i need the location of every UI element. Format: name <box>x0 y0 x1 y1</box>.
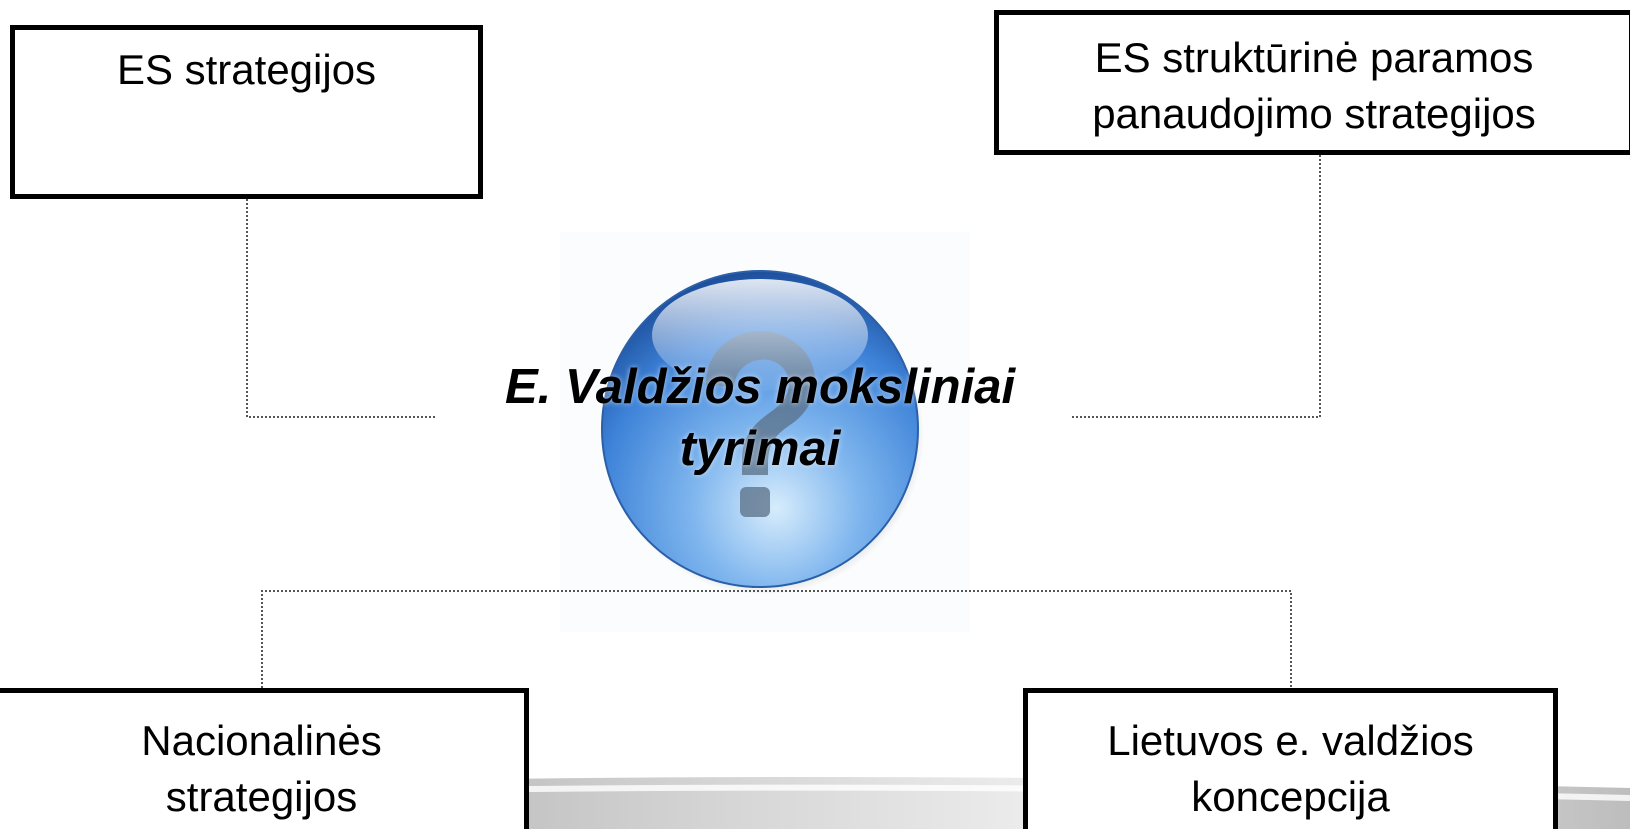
lithuania-concept-box: Lietuvos e. valdžios koncepcija <box>1023 688 1558 829</box>
es-strategies-label: ES strategijos <box>116 46 377 93</box>
es-strategies-box: ES strategijos <box>10 25 483 199</box>
structural-support-line-1: ES struktūrinė paramos <box>1094 34 1534 81</box>
structural-support-line-2: panaudojimo strategijos <box>1092 90 1536 137</box>
center-topic-label: E. Valdžios moksliniai tyrimai <box>440 356 1080 480</box>
connector-structural-support <box>1070 155 1321 418</box>
lithuania-concept-line-1: Lietuvos e. valdžios <box>1107 717 1474 764</box>
center-topic-line-1: E. Valdžios moksliniai <box>504 360 1016 414</box>
center-topic-line-2: tyrimai <box>679 422 841 476</box>
structural-support-box: ES struktūrinė paramos panaudojimo strat… <box>994 10 1630 155</box>
national-strategies-line-2: strategijos <box>165 773 358 820</box>
connector-es-strategies <box>246 199 437 418</box>
lithuania-concept-line-2: koncepcija <box>1191 773 1390 820</box>
connector-bottom-branch <box>261 590 1292 688</box>
national-strategies-box: Nacionalinės strategijos <box>0 688 529 829</box>
question-mark-orb-icon <box>601 270 924 593</box>
national-strategies-line-1: Nacionalinės <box>141 717 382 764</box>
